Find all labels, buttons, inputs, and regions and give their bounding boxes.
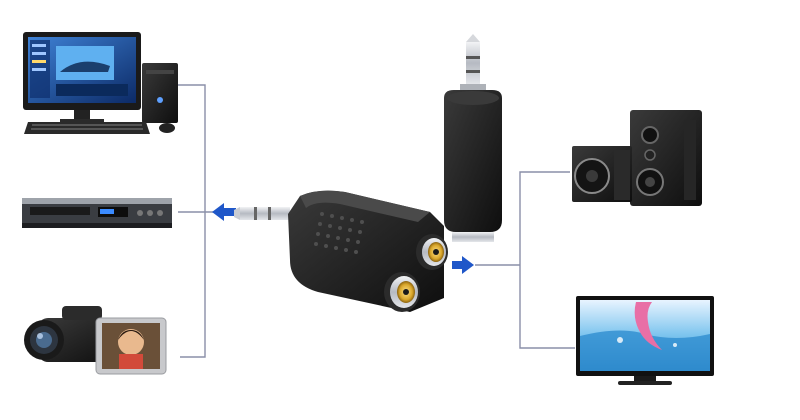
right-connector-line [519,171,575,349]
right-arrow-icon [452,256,474,274]
desktop-computer [23,32,178,134]
left-connector-line [178,84,206,358]
dvd-player [22,198,172,228]
lcd-tv [576,296,714,385]
rca-socket-bottom [384,272,420,312]
rca-socket-top [416,234,448,270]
plug-adapter [444,34,502,242]
camcorder [24,306,167,375]
connector-lines [178,84,575,358]
rca-y-adapter [234,190,448,312]
left-arrow-icon [212,203,236,221]
speaker-system [572,110,702,206]
